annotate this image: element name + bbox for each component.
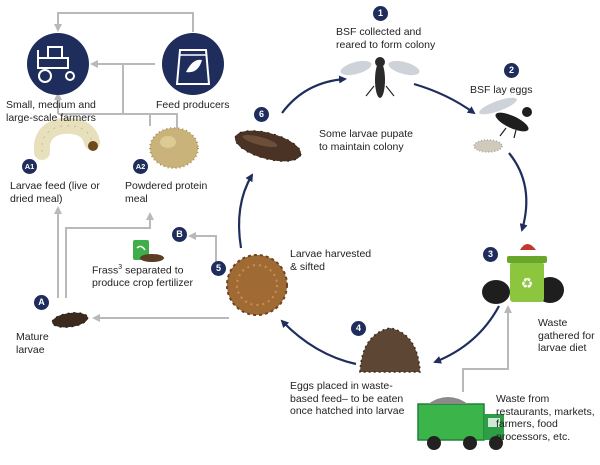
cycle-arrow-3-4 [433,305,500,364]
feed-bag-icon [162,33,224,95]
cycle-arrow-6-1 [281,75,347,114]
step-6-badge: 6 [254,107,269,122]
larva-icon [33,117,100,160]
arrow-a2-up [123,113,151,126]
frass-label: Frass [92,264,119,277]
step-1-text: BSF collected and reared to form colony [336,26,436,51]
farmers-label: Small, medium and large-scale farmers [6,99,96,124]
arrow-top-loop [54,12,194,32]
fly-icon [340,57,420,98]
arrow-waste-up [462,305,512,392]
waste-bin-icon: ♻ [482,244,564,304]
branch-b-badge: B [172,227,187,242]
grey-connectors [54,12,512,392]
cycle-arrow-5-6 [238,173,254,249]
feed-producers-label: Feed producers [156,99,230,111]
branch-a2-text: Powdered protein meal [125,180,208,205]
step-2-badge: 2 [504,63,519,78]
branch-a-text: Mature larvae [16,331,49,356]
frass-label-rest: separated to produce crop fertilizer [92,264,193,290]
eggs-icon [473,139,503,153]
branch-a1-text: Larvae feed (live or dried meal) [10,180,100,205]
protein-meal-icon [149,127,199,169]
harvested-larvae-icon [226,254,288,316]
garbage-truck-icon [417,397,504,450]
cycle-arrows [238,75,528,366]
branch-b-text: Frass3 separated to produce crop fertili… [92,262,204,290]
frass-footnote: 3 [118,264,123,271]
waste-feed-icon [359,327,421,373]
pupa-icon [234,130,302,162]
step-4-text: Eggs placed in waste-based feed– to be e… [290,380,405,417]
branch-a-badge: A [34,295,49,310]
cycle-arrow-2-3 [508,152,528,232]
branch-a1-badge: A1 [22,159,37,174]
step-3-badge: 3 [483,247,498,262]
mature-larva-icon [51,312,89,328]
frass-icon [133,240,164,262]
step-5-text: Larvae harvested & sifted [290,248,372,273]
step-4-badge: 4 [351,321,366,336]
step-5-badge: 5 [211,261,226,276]
step-1-badge: 1 [373,6,388,21]
arrow-to-B [188,232,217,262]
cycle-arrow-1-2 [413,82,476,115]
tractor-icon [27,33,89,95]
svg-text:♻: ♻ [521,276,534,292]
waste-source-text: Waste from restaurants, markets, farmers… [496,393,595,443]
step-3-text: Waste gathered for larvae diet [538,317,595,354]
branch-a2-badge: A2 [133,159,148,174]
arrow-a2-feed [130,113,178,130]
cycle-arrow-4-5 [280,319,357,366]
step-2-text: BSF lay eggs [470,84,533,96]
arrow-A-to-A2 [65,212,154,298]
step-6-text: Some larvae pupate to maintain colony [319,128,413,153]
fly-laying-icon [479,97,532,139]
